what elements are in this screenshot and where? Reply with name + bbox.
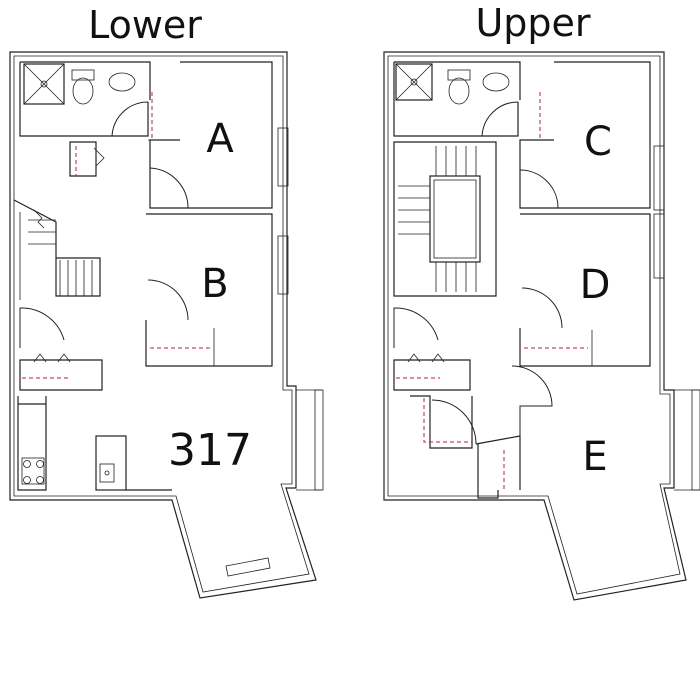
upper-outer-wall [383,51,687,601]
room-a-label: A [206,116,234,162]
unit-number-label: 317 [168,425,252,476]
upper-floor-title: Upper [475,1,590,45]
lower-outer-wall [9,51,317,599]
room-b-label: B [201,261,228,307]
room-d-label: D [580,262,611,308]
upper-floor-plan: C D E [383,51,700,601]
room-e-label: E [582,434,607,480]
lower-floor-plan: A B 317 [9,51,324,599]
room-c-label: C [584,119,612,165]
lower-floor-title: Lower [88,3,202,47]
